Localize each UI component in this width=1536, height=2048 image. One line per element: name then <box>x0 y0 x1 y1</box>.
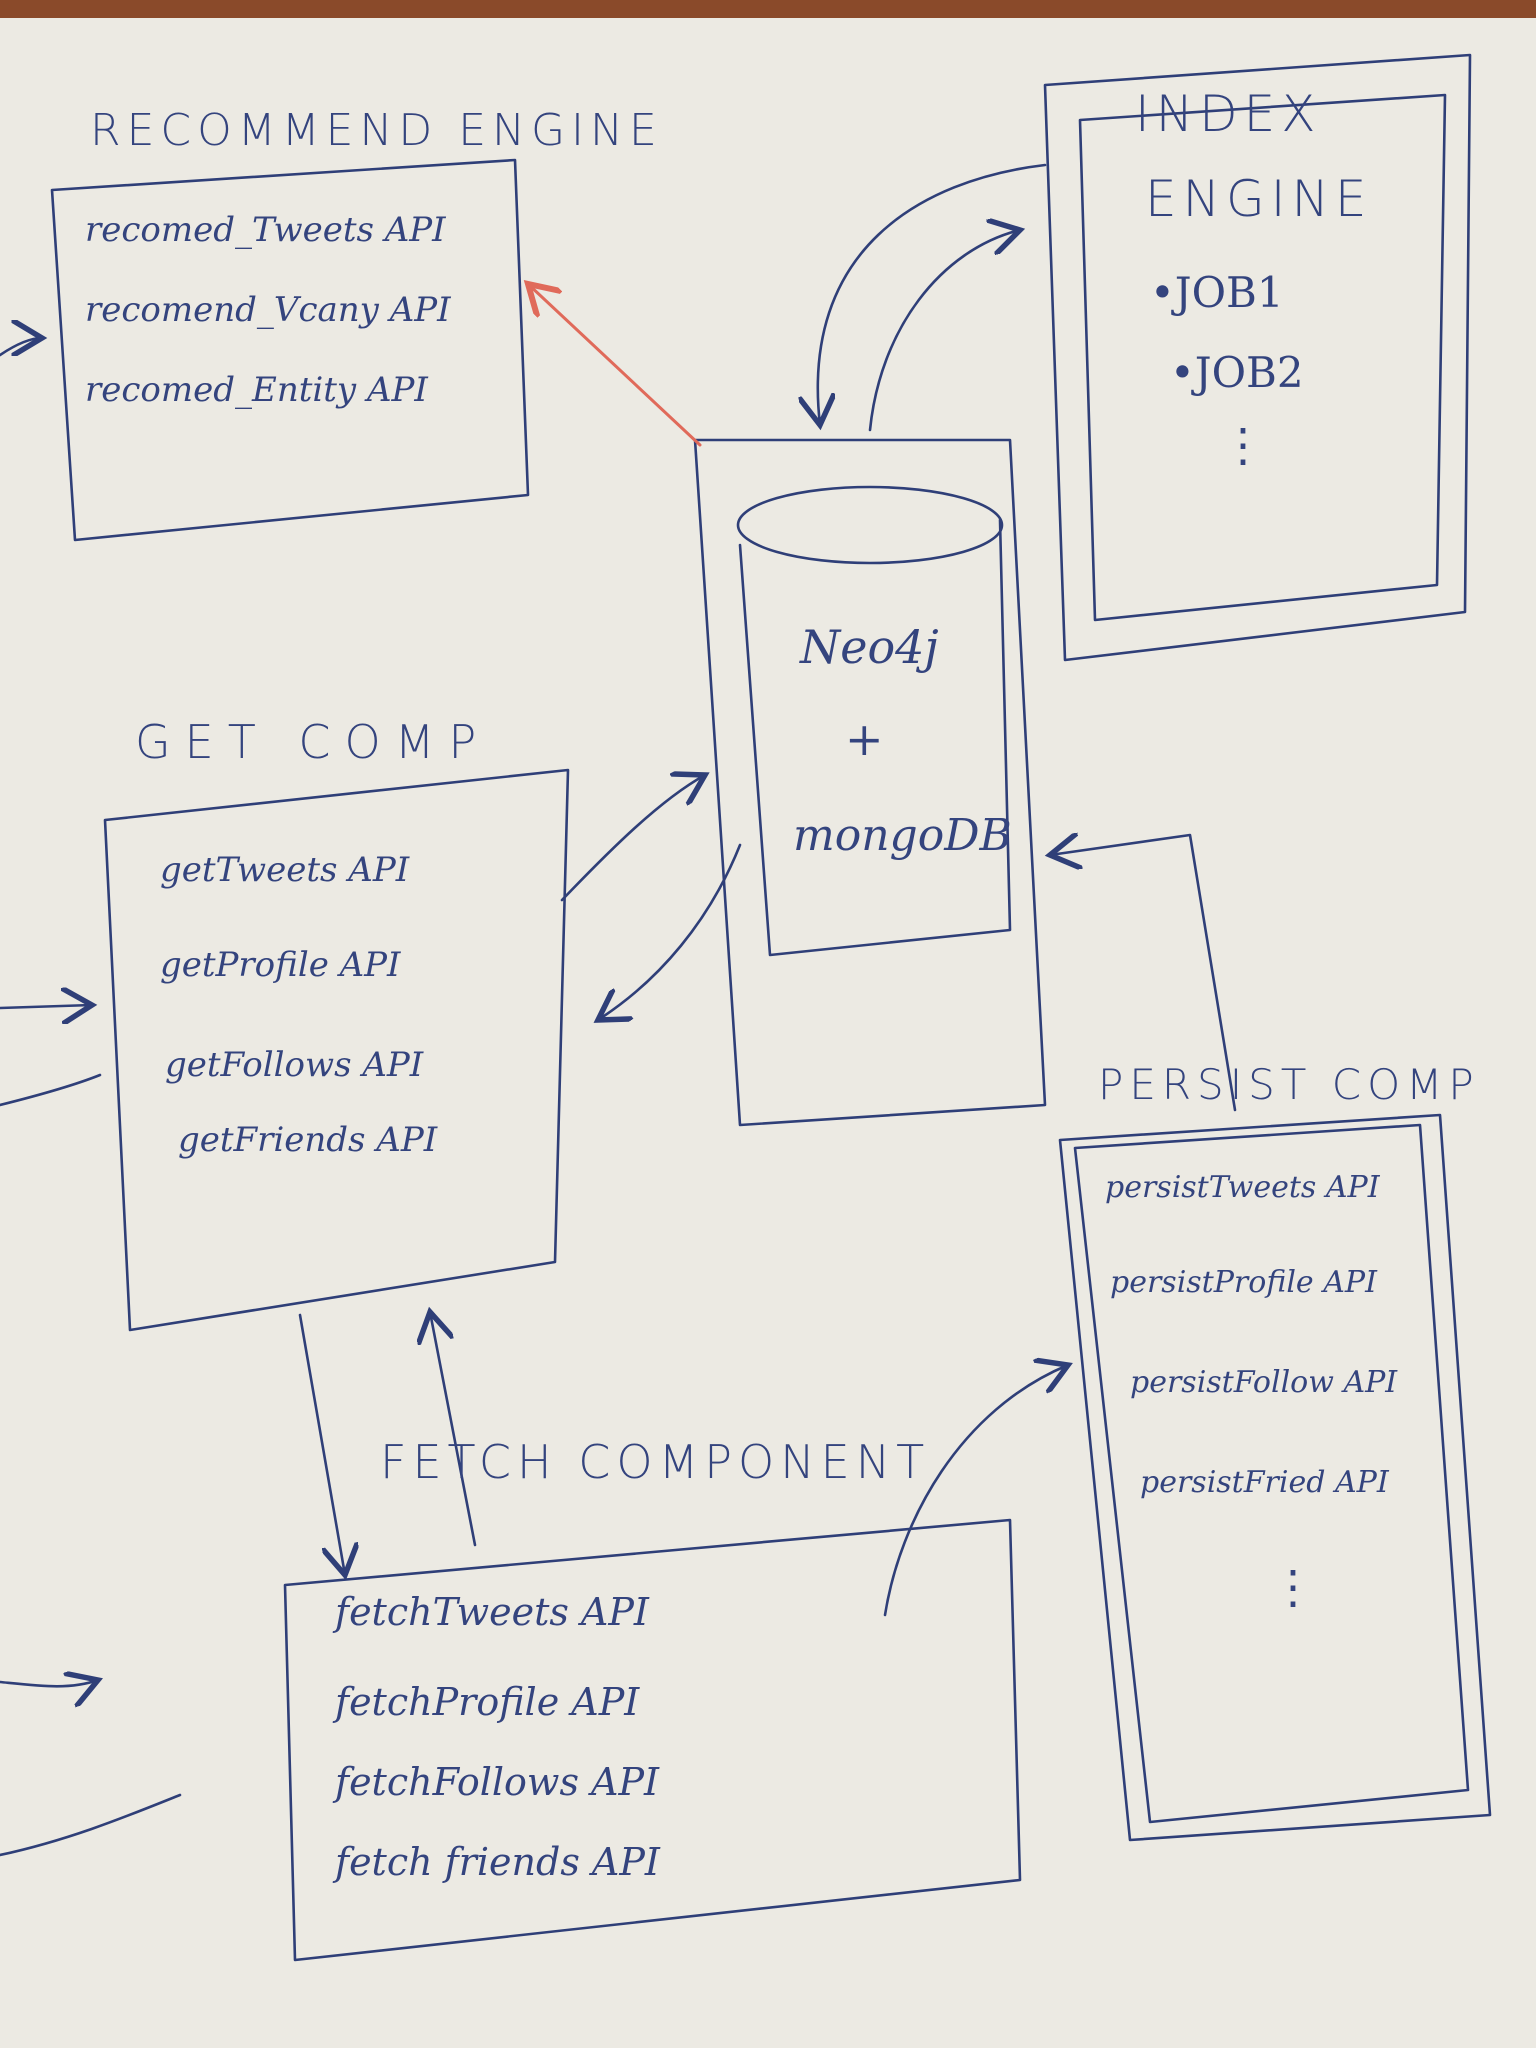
database-label: + <box>845 712 884 766</box>
incoming-stroke-fetch <box>0 1793 182 1857</box>
index-engine-outer-box <box>1043 53 1472 662</box>
get-comp-item: getFriends API <box>178 1120 438 1160</box>
persist-comp-item: persistProfile API <box>1110 1265 1377 1300</box>
fetch-component-item: fetchTweets API <box>335 1590 649 1634</box>
db-to-index-arrow <box>868 230 1020 432</box>
index-job: •JOB1 <box>1150 268 1284 317</box>
persist-comp-ellipsis: ⋮ <box>1270 1560 1316 1614</box>
paper-sheet <box>0 18 1536 2048</box>
get-comp-title: GET COMP <box>135 715 491 769</box>
get-to-fetch-arrow <box>298 1313 345 1575</box>
incoming-stroke-get <box>0 1073 102 1107</box>
fetch-to-get-arrow <box>430 1312 477 1547</box>
persist-comp-title: PERSIST COMP <box>1098 1060 1480 1109</box>
recommend-item: recomed_Entity API <box>85 370 428 410</box>
recommend-engine-box <box>50 158 530 542</box>
db-to-get-arrow <box>598 843 742 1020</box>
database-label: mongoDB <box>793 810 1012 861</box>
index-engine-inner-box <box>1078 93 1447 622</box>
persist-comp-item: persistTweets API <box>1105 1170 1380 1205</box>
index-job-ellipsis: ⋮ <box>1220 418 1266 472</box>
persist-comp-item: persistFried API <box>1140 1465 1389 1500</box>
incoming-arrow-recommend <box>0 338 42 357</box>
get-comp-item: getFollows API <box>165 1045 424 1085</box>
db-to-recommend-arrow <box>528 284 702 447</box>
database-cylinder-top <box>736 485 1004 565</box>
fetch-component-title: FETCH COMPONENT <box>380 1435 931 1489</box>
recommend-item: recomend_Vcany API <box>85 290 451 330</box>
get-comp-item: getTweets API <box>160 850 410 890</box>
fetch-component-item: fetchProfile API <box>335 1680 640 1724</box>
fetch-component-item: fetchFollows API <box>335 1760 660 1804</box>
persist-to-db-arrow <box>1050 835 1237 1112</box>
incoming-arrow-fetch <box>0 1680 98 1686</box>
recommend-engine-title: RECOMMEND ENGINE <box>90 105 663 156</box>
database-cylinder-body <box>738 518 1012 957</box>
fetch-component-box <box>283 1518 1022 1962</box>
index-engine-title: INDEX <box>1135 85 1322 143</box>
index-engine-title: ENGINE <box>1145 170 1373 228</box>
persist-comp-item: persistFollow API <box>1130 1365 1398 1400</box>
get-to-db-arrow <box>560 775 705 902</box>
index-to-db-arrow <box>818 163 1047 425</box>
persist-comp-outer-box <box>1058 1113 1492 1842</box>
fetch-component-item: fetch friends API <box>335 1840 660 1884</box>
recommend-item: recomed_Tweets API <box>85 210 446 250</box>
get-comp-box <box>103 768 570 1332</box>
persist-comp-inner-box <box>1073 1123 1470 1824</box>
incoming-arrow-get <box>0 1005 92 1008</box>
index-job: •JOB2 <box>1170 348 1304 397</box>
fetch-to-persist-arrow <box>883 1365 1068 1617</box>
get-comp-item: getProfile API <box>160 945 401 985</box>
database-container-box <box>693 438 1047 1127</box>
database-label: Neo4j <box>800 620 939 674</box>
